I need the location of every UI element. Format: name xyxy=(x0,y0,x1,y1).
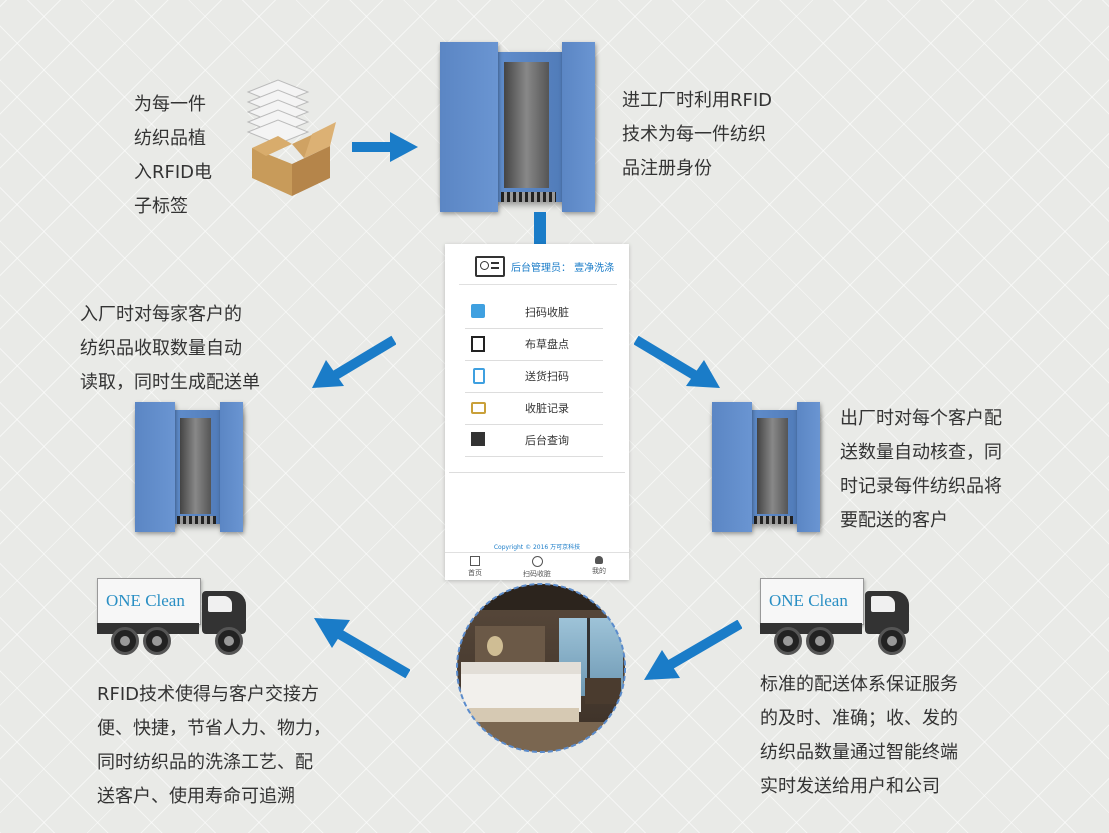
menu-item-inventory[interactable]: 布草盘点 xyxy=(465,328,603,361)
textile-box-icon xyxy=(246,79,336,196)
step-tagging-text: 为每一件纺织品植 入RFID电子标签 xyxy=(134,94,213,217)
menu-item-records[interactable]: 收脏记录 xyxy=(465,392,603,425)
arrow-right-icon xyxy=(352,132,418,162)
arrow-down-right-icon xyxy=(634,335,720,388)
delivery-truck-right: ONE Clean xyxy=(760,578,915,655)
truck-logo: ONE Clean xyxy=(769,591,848,610)
scan-icon xyxy=(471,304,485,318)
query-icon xyxy=(471,432,485,446)
rfid-gate-top xyxy=(440,42,596,212)
step-check-text: 出厂时对每个客户配送数量自动核查，同 时记录每件纺织品将要配送的客户 xyxy=(840,408,1002,531)
tab-home[interactable]: 首页 xyxy=(455,556,495,578)
inventory-icon xyxy=(471,336,485,352)
menu-item-delivery-scan[interactable]: 送货扫码 xyxy=(465,360,603,393)
hotel-room-image xyxy=(456,583,626,753)
step-delivery-text: 标准的配送体系保证服务的及时、准确；收、发的 纺织品数量通过智能终端实时发送给用… xyxy=(760,674,958,797)
arrow-down-left-icon xyxy=(312,335,396,388)
delivery-truck-left: ONE Clean xyxy=(97,578,252,655)
arrow-up-left-icon xyxy=(314,618,410,678)
step-traceability-text: RFID技术使得与客户交接方便、快捷，节省人力、物力， 同时纺织品的洗涤工艺、配… xyxy=(97,684,331,807)
menu-item-query[interactable]: 后台查询 xyxy=(465,424,603,457)
records-icon xyxy=(471,402,486,414)
rfid-gate-right xyxy=(712,402,821,532)
app-screen: 后台管理员： 壹净洗涤 扫码收脏 布草盘点 送货扫码 收脏记录 后台查询 Cop… xyxy=(445,244,629,580)
copyright-text: Copyright © 2016 万可京科技 xyxy=(493,544,581,551)
home-icon xyxy=(470,556,480,566)
menu-item-scan[interactable]: 扫码收脏 xyxy=(465,296,603,329)
tab-mine[interactable]: 我的 xyxy=(579,556,619,576)
arrow-down-left-icon-2 xyxy=(644,620,742,680)
step-count-text: 入厂时对每家客户的纺织品收取数量自动 读取，同时生成配送单 xyxy=(80,304,260,393)
user-icon xyxy=(595,556,603,564)
scan-circle-icon xyxy=(531,556,543,567)
phone-scan-icon xyxy=(473,368,485,384)
tab-scan[interactable]: 扫码收脏 xyxy=(517,556,557,579)
rfid-gate-left xyxy=(135,402,244,532)
admin-card-icon xyxy=(475,256,505,277)
admin-header: 后台管理员： 壹净洗涤 xyxy=(511,263,615,274)
truck-logo: ONE Clean xyxy=(106,591,185,610)
connector-line xyxy=(534,212,546,246)
